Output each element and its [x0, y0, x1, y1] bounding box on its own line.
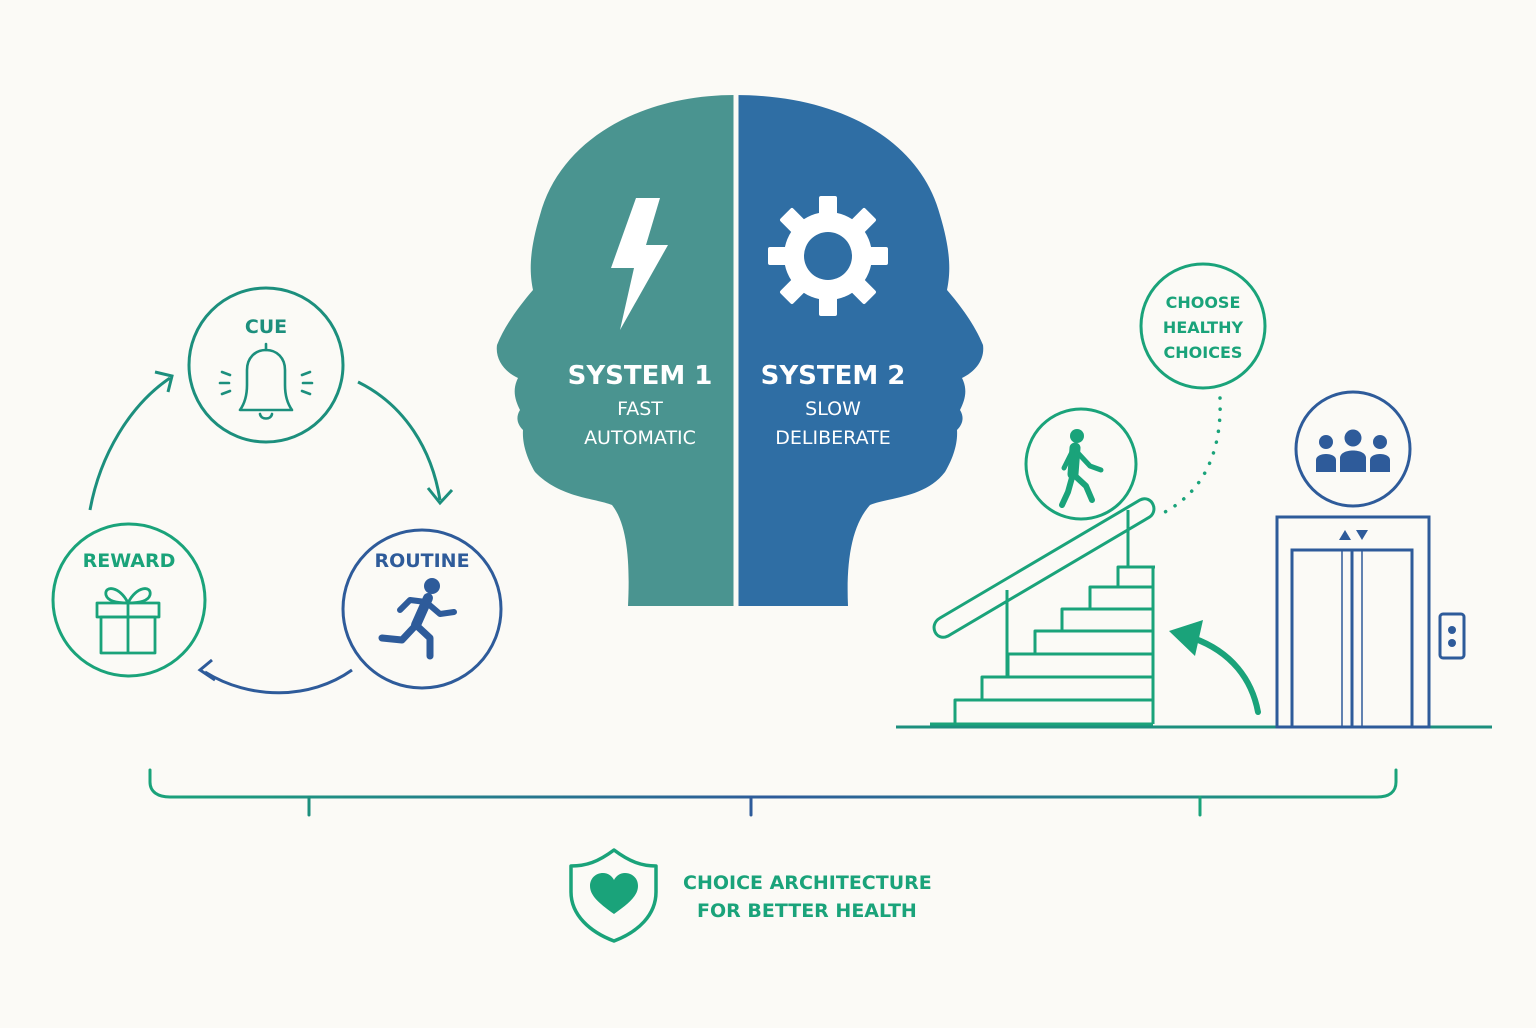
arrow-reward-to-cue: [88, 376, 171, 511]
arrow-head-routine: [426, 487, 454, 506]
habit-loop: CUE ROUTINE: [51, 286, 503, 695]
system1-title: SYSTEM 1: [568, 361, 713, 391]
elevator-people-badge: [1294, 390, 1412, 508]
footer-line1: CHOICE ARCHITECTURE: [683, 872, 932, 894]
reward-label: REWARD: [83, 550, 176, 572]
walking-person-icon: [1059, 429, 1104, 508]
elevator-down-indicator: [1356, 530, 1368, 540]
system2-line2: DELIBERATE: [775, 427, 890, 449]
system2-title: SYSTEM 2: [761, 361, 906, 391]
group-people-icon: [1316, 429, 1390, 472]
gear-icon: [768, 196, 888, 316]
shield-heart-icon: [569, 848, 658, 943]
summary-bracket: [148, 768, 1398, 817]
stairs-person-badge: [1024, 407, 1138, 521]
elevator: [1275, 515, 1466, 729]
cue-label: CUE: [245, 316, 287, 338]
system2-half: [735, 95, 984, 606]
reward-node: REWARD: [51, 522, 207, 678]
nudge-scene: CHOOSE HEALTHY CHOICES: [896, 262, 1492, 729]
arrow-routine-to-reward: [204, 668, 353, 695]
arrow-cue-to-routine: [357, 380, 442, 501]
elevator-call-panel: [1438, 612, 1466, 660]
bubble-dotted-connector: [1163, 396, 1222, 514]
nudge-arrow: [1169, 620, 1261, 715]
elevator-up-indicator: [1339, 530, 1351, 540]
footer-line2: FOR BETTER HEALTH: [697, 900, 917, 922]
system2-line1: SLOW: [805, 398, 861, 420]
routine-node: ROUTINE: [341, 528, 503, 690]
running-person-icon: [378, 578, 457, 660]
routine-label: ROUTINE: [374, 550, 469, 572]
lightning-icon: [611, 198, 668, 330]
bell-icon: [218, 342, 314, 420]
arrow-head-reward: [197, 658, 216, 682]
system1-line1: FAST: [617, 398, 663, 420]
dual-system-head: SYSTEM 1 FAST AUTOMATIC SYSTEM 2 SLOW DE…: [496, 92, 984, 608]
bubble-line2: HEALTHY: [1163, 318, 1244, 337]
staircase: [930, 510, 1155, 726]
bubble-line1: CHOOSE: [1166, 293, 1241, 312]
arrow-head-cue: [154, 370, 174, 393]
footer: CHOICE ARCHITECTURE FOR BETTER HEALTH: [569, 848, 932, 943]
system1-line2: AUTOMATIC: [584, 427, 696, 449]
handrail: [932, 497, 1156, 639]
bubble-line3: CHOICES: [1164, 343, 1243, 362]
cue-node: CUE: [187, 286, 345, 444]
gift-icon: [95, 587, 161, 655]
system1-half: [496, 95, 735, 606]
choose-healthy-bubble: CHOOSE HEALTHY CHOICES: [1139, 262, 1267, 514]
